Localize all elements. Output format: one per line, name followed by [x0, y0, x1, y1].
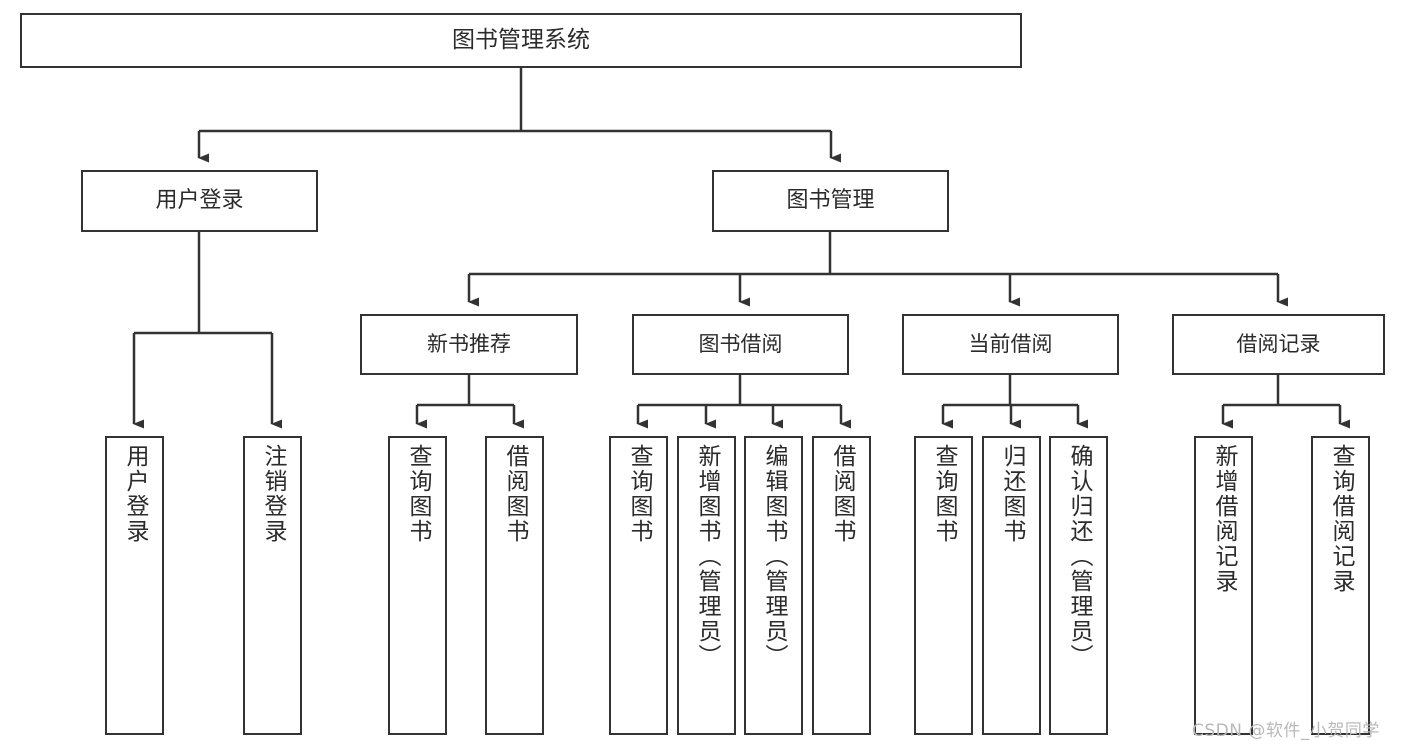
node-leaf-user-login: 用户登录	[105, 436, 164, 735]
node-leaf-logout: 注销登录	[243, 436, 302, 735]
node-label: 借阅图书	[829, 444, 855, 544]
node-label: 用户登录	[155, 187, 244, 213]
node-leaf-borrow-book-2: 借阅图书	[812, 436, 871, 735]
node-label: 确认归还（管理员）	[1066, 444, 1092, 669]
node-label: 新增借阅记录	[1211, 444, 1237, 594]
node-leaf-query-book-1: 查询图书	[388, 436, 447, 735]
node-leaf-confirm-return: 确认归还（管理员）	[1049, 436, 1108, 735]
node-new-book-recommend: 新书推荐	[360, 314, 578, 375]
node-leaf-add-book: 新增图书（管理员）	[677, 436, 736, 735]
node-label: 新增图书（管理员）	[694, 444, 720, 669]
node-leaf-query-book-2: 查询图书	[609, 436, 668, 735]
node-leaf-borrow-book-1: 借阅图书	[485, 436, 544, 735]
node-label: 图书管理	[786, 187, 875, 213]
node-label: 注销登录	[260, 444, 286, 544]
node-label: 查询图书	[405, 444, 431, 544]
node-label: 查询图书	[626, 444, 652, 544]
node-book-manage: 图书管理	[712, 170, 949, 232]
node-label: 编辑图书（管理员）	[761, 444, 787, 669]
node-label: 当前借阅	[968, 331, 1053, 356]
node-current-borrow: 当前借阅	[902, 314, 1119, 375]
node-leaf-edit-book: 编辑图书（管理员）	[744, 436, 803, 735]
node-label: 借阅记录	[1236, 331, 1321, 356]
node-label: 图书管理系统	[452, 26, 590, 53]
node-book-borrow: 图书借阅	[632, 314, 849, 375]
node-root-book-management-system: 图书管理系统	[20, 13, 1022, 68]
node-label: 图书借阅	[698, 331, 783, 356]
node-label: 查询借阅记录	[1328, 444, 1354, 594]
node-leaf-return-book: 归还图书	[982, 436, 1041, 735]
node-leaf-query-record: 查询借阅记录	[1311, 436, 1370, 735]
node-label: 新书推荐	[427, 331, 511, 356]
node-leaf-query-book-3: 查询图书	[914, 436, 973, 735]
node-borrow-record: 借阅记录	[1172, 314, 1385, 375]
node-label: 用户登录	[122, 444, 148, 544]
node-user-login: 用户登录	[81, 170, 318, 232]
node-label: 归还图书	[999, 444, 1025, 544]
csdn-watermark: CSDN @软件_小贺同学	[1192, 721, 1380, 741]
node-leaf-add-record: 新增借阅记录	[1194, 436, 1253, 735]
node-label: 查询图书	[931, 444, 957, 544]
node-label: 借阅图书	[502, 444, 528, 544]
